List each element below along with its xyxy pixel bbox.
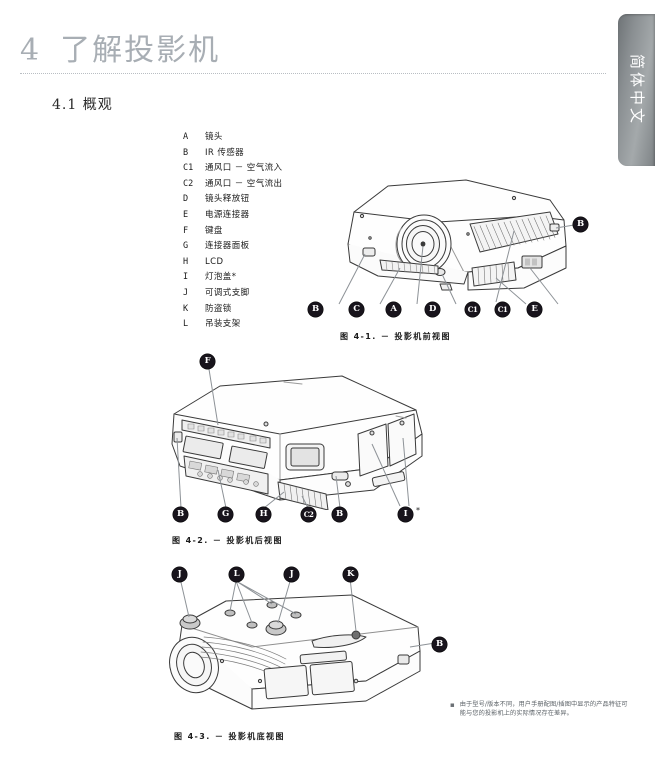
callout-badge-l[interactable]: L bbox=[229, 567, 244, 582]
callout-badge-c1b[interactable]: C1 bbox=[495, 302, 510, 317]
legend-key: A bbox=[183, 132, 189, 142]
legend-key: C1 bbox=[183, 163, 194, 174]
chapter-number: 4 bbox=[20, 33, 41, 68]
callout-badge-f[interactable]: F bbox=[200, 354, 215, 369]
figure-projector-front-view: B C A D C1 C1 E B 图 4-1. － 投影机前视图 bbox=[308, 176, 588, 341]
legend-label: LCD bbox=[205, 256, 224, 267]
callout-badge-c2[interactable]: C2 bbox=[301, 507, 316, 522]
legend-key: K bbox=[183, 303, 189, 314]
legend-key: E bbox=[183, 209, 189, 220]
legend-key: G bbox=[183, 241, 189, 252]
list-item: D 镜头释放钮 bbox=[183, 192, 343, 208]
callout-badge-d[interactable]: D bbox=[425, 302, 440, 317]
chapter-divider bbox=[20, 73, 606, 74]
callout-badge-i[interactable]: I bbox=[398, 507, 413, 522]
legend-label: 键盘 bbox=[205, 225, 223, 236]
legend-label: 可调式支脚 bbox=[205, 287, 250, 298]
list-item: C1 通风口 － 空气流入 bbox=[183, 161, 343, 177]
language-tab[interactable]: 简体中文 bbox=[618, 14, 655, 166]
list-item: H LCD bbox=[183, 255, 343, 271]
legend-key: J bbox=[183, 287, 189, 298]
list-item: E 电源连接器 bbox=[183, 208, 343, 224]
language-tab-label: 简体中文 bbox=[628, 53, 646, 126]
callout-badge-h[interactable]: H bbox=[256, 507, 271, 522]
legend-key: I bbox=[183, 272, 189, 283]
list-item: C2 通风口 － 空气流出 bbox=[183, 177, 343, 193]
callout-badge-b5[interactable]: B bbox=[432, 637, 447, 652]
figure-projector-rear-view: F B G H C2 B I * 图 4-2. － 投影机后视图 bbox=[160, 354, 450, 545]
legend-key: B bbox=[183, 147, 189, 158]
parts-legend-list: A 镜头 B IR 传感器 C1 通风口 － 空气流入 C2 通风口 － 空气流出 D 镜… bbox=[183, 130, 343, 333]
callout-badge-j1[interactable]: J bbox=[172, 567, 187, 582]
legend-label: 防盗锁 bbox=[205, 303, 232, 314]
callout-badge-c1a[interactable]: C1 bbox=[465, 302, 480, 317]
list-item: L 吊装支架 bbox=[183, 317, 343, 333]
figure-rear-leader-lines bbox=[176, 362, 410, 509]
lamp-cover-asterisk: * bbox=[416, 506, 420, 515]
projector-rear-illustration bbox=[171, 375, 423, 510]
figure-front-caption: 图 4-1. － 投影机前视图 bbox=[340, 332, 451, 341]
legend-label: IR 传感器 bbox=[205, 147, 245, 158]
callout-badge-b4[interactable]: B bbox=[332, 507, 347, 522]
list-item: K 防盗锁 bbox=[183, 302, 343, 318]
callout-badge-j2[interactable]: J bbox=[284, 567, 299, 582]
list-item: A 镜头 bbox=[183, 130, 343, 146]
callout-badge-k[interactable]: K bbox=[343, 567, 358, 582]
legend-key: L bbox=[183, 319, 189, 330]
legend-label: 通风口 － 空气流出 bbox=[205, 178, 283, 189]
callout-badge-b2[interactable]: B bbox=[573, 217, 588, 232]
legend-key: H bbox=[183, 256, 189, 267]
figure-projector-bottom-view: J L J K B 图 4-3. － 投影机底视图 bbox=[160, 567, 450, 741]
list-item: B IR 传感器 bbox=[183, 146, 343, 162]
chapter-heading: 4 了解投影机 bbox=[20, 25, 606, 74]
legend-label: 吊装支架 bbox=[205, 319, 241, 330]
list-item: I 灯泡盖* bbox=[183, 270, 343, 286]
legend-key: F bbox=[183, 225, 189, 236]
callout-badge-b1[interactable]: B bbox=[308, 302, 323, 317]
callout-badge-a[interactable]: A bbox=[386, 302, 401, 317]
legend-label: 镜头释放钮 bbox=[205, 194, 250, 205]
legend-label: 镜头 bbox=[205, 132, 223, 142]
chapter-title: 了解投影机 bbox=[60, 33, 221, 68]
projector-bottom-illustration bbox=[169, 594, 421, 710]
callout-badge-b3[interactable]: B bbox=[173, 507, 188, 522]
callout-badge-c[interactable]: C bbox=[349, 302, 364, 317]
figure-bottom-caption: 图 4-3. － 投影机底视图 bbox=[174, 732, 285, 741]
list-item: G 连接器面板 bbox=[183, 239, 343, 255]
legend-key: D bbox=[183, 194, 189, 205]
bullet-icon: ▪ bbox=[450, 701, 455, 709]
figure-bottom-leader-lines bbox=[179, 577, 436, 648]
figure-rear-caption: 图 4-2. － 投影机后视图 bbox=[172, 536, 283, 545]
projector-front-illustration bbox=[347, 179, 567, 291]
list-item: F 键盘 bbox=[183, 224, 343, 240]
list-item: J 可调式支脚 bbox=[183, 286, 343, 302]
figure-front-leader-lines bbox=[338, 223, 581, 305]
legend-label: 电源连接器 bbox=[205, 209, 250, 220]
section-heading: 4.1 概观 bbox=[52, 97, 113, 113]
callout-badge-g[interactable]: G bbox=[218, 507, 233, 522]
footnote-text: 由于型号/版本不同，用户手册配图/插图中显示的产品特征可能与您的投影机上的实际情… bbox=[459, 701, 628, 718]
legend-key: C2 bbox=[183, 178, 194, 189]
legend-label: 灯泡盖* bbox=[205, 272, 237, 283]
legend-label: 连接器面板 bbox=[205, 241, 250, 252]
legend-label: 通风口 － 空气流入 bbox=[205, 163, 283, 174]
callout-badge-e[interactable]: E bbox=[527, 302, 542, 317]
footnote: ▪ 由于型号/版本不同，用户手册配图/插图中显示的产品特征可能与您的投影机上的实… bbox=[450, 700, 628, 719]
